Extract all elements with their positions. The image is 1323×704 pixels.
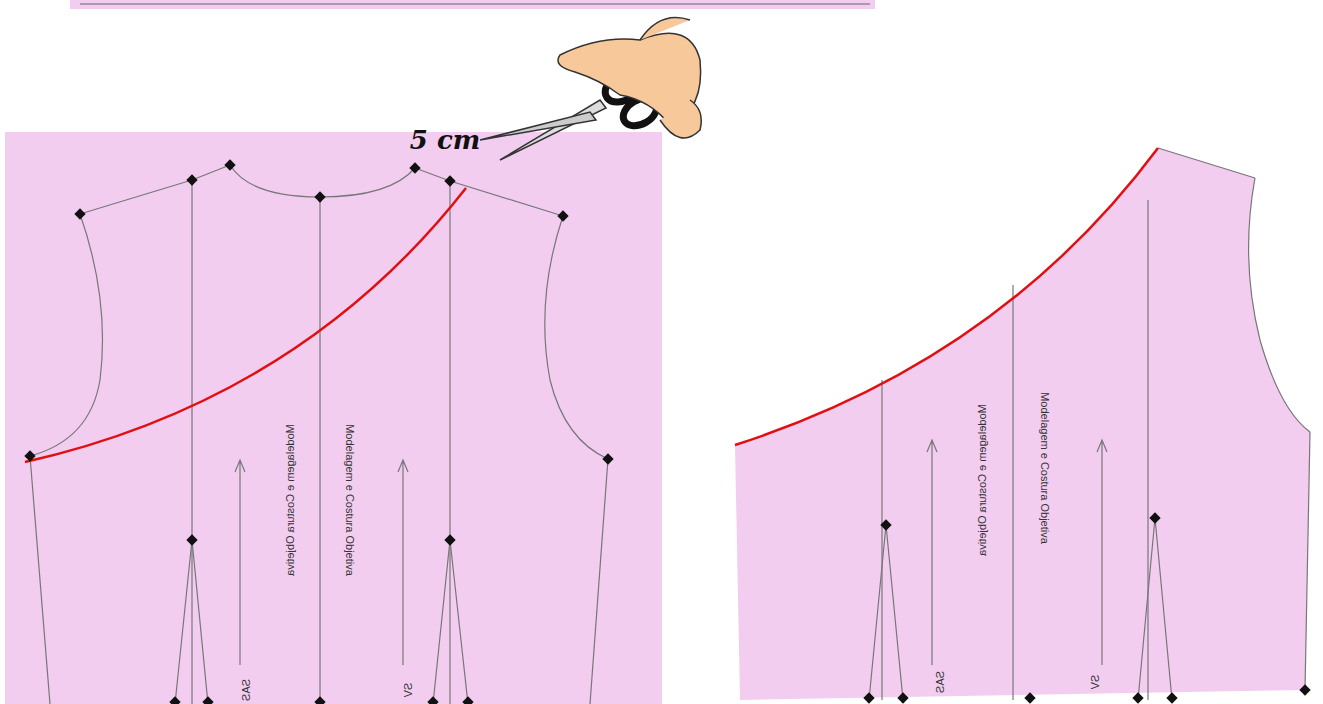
grain-text: SV [1089,675,1101,690]
bodice-pattern [5,132,662,704]
dimension-label: 5 cm [410,125,480,155]
watermark: Modelagem e Costura Objetiva [284,424,296,576]
watermark: Modelagem e Costura Objetiva [1039,392,1051,544]
scissors-icon [480,18,701,161]
watermark: Modelagem e Costura Objetiva [344,424,356,576]
grain-text: SV [402,683,414,698]
watermark: Modelagem e Costura Objetiva [976,404,988,556]
grain-text: SAS [934,671,946,693]
cut-piece [735,148,1310,700]
grain-text: SAS [240,679,252,701]
